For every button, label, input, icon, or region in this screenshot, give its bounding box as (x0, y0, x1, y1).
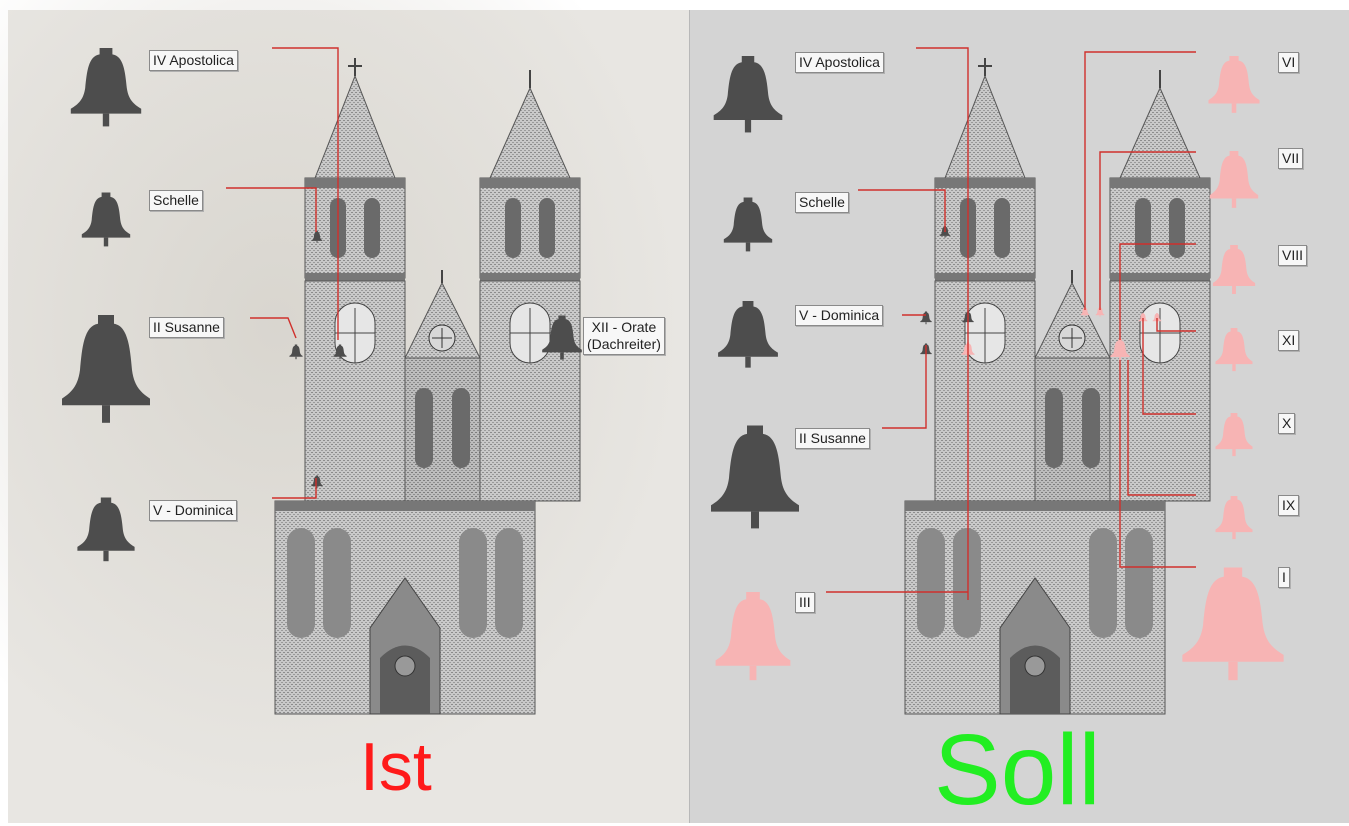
ist-label-susanne: II Susanne (149, 317, 224, 338)
ist-label-dominica: V - Dominica (149, 500, 238, 521)
ist-leader-lines (226, 47, 339, 499)
soll-label-vi: VI (1278, 52, 1300, 73)
soll-label-ix: IX (1278, 495, 1300, 516)
ist-cathedral-drawing (274, 57, 581, 715)
soll-cathedral-drawing (904, 57, 1211, 715)
soll-label-viii: VIII (1278, 245, 1308, 266)
soll-existing-bells (711, 56, 974, 529)
ist-bell-schelle (81, 192, 131, 247)
ist-bell-susanne (62, 315, 150, 423)
soll-label-schelle: Schelle (795, 192, 849, 213)
ist-bell-dominica (77, 497, 135, 562)
ist-label-orate: XII - Orate (Dachreiter) (583, 317, 665, 355)
soll-label-iii: III (795, 592, 815, 613)
soll-label-susanne: II Susanne (795, 428, 870, 449)
ist-caption: Ist (360, 729, 432, 805)
soll-caption: Soll (934, 714, 1101, 826)
soll-label-i: I (1278, 567, 1290, 588)
panel-divider (689, 10, 690, 823)
soll-leader-lines (826, 47, 1196, 600)
soll-label-xi: XI (1278, 330, 1300, 351)
soll-label-apostolica: IV Apostolica (795, 52, 884, 73)
soll-label-vii: VII (1278, 148, 1304, 169)
soll-label-x: X (1278, 413, 1296, 434)
ist-label-schelle: Schelle (149, 190, 203, 211)
ist-bell-apostolica (70, 48, 142, 127)
soll-label-dominica: V - Dominica (795, 305, 884, 326)
ist-label-apostolica: IV Apostolica (149, 50, 238, 71)
